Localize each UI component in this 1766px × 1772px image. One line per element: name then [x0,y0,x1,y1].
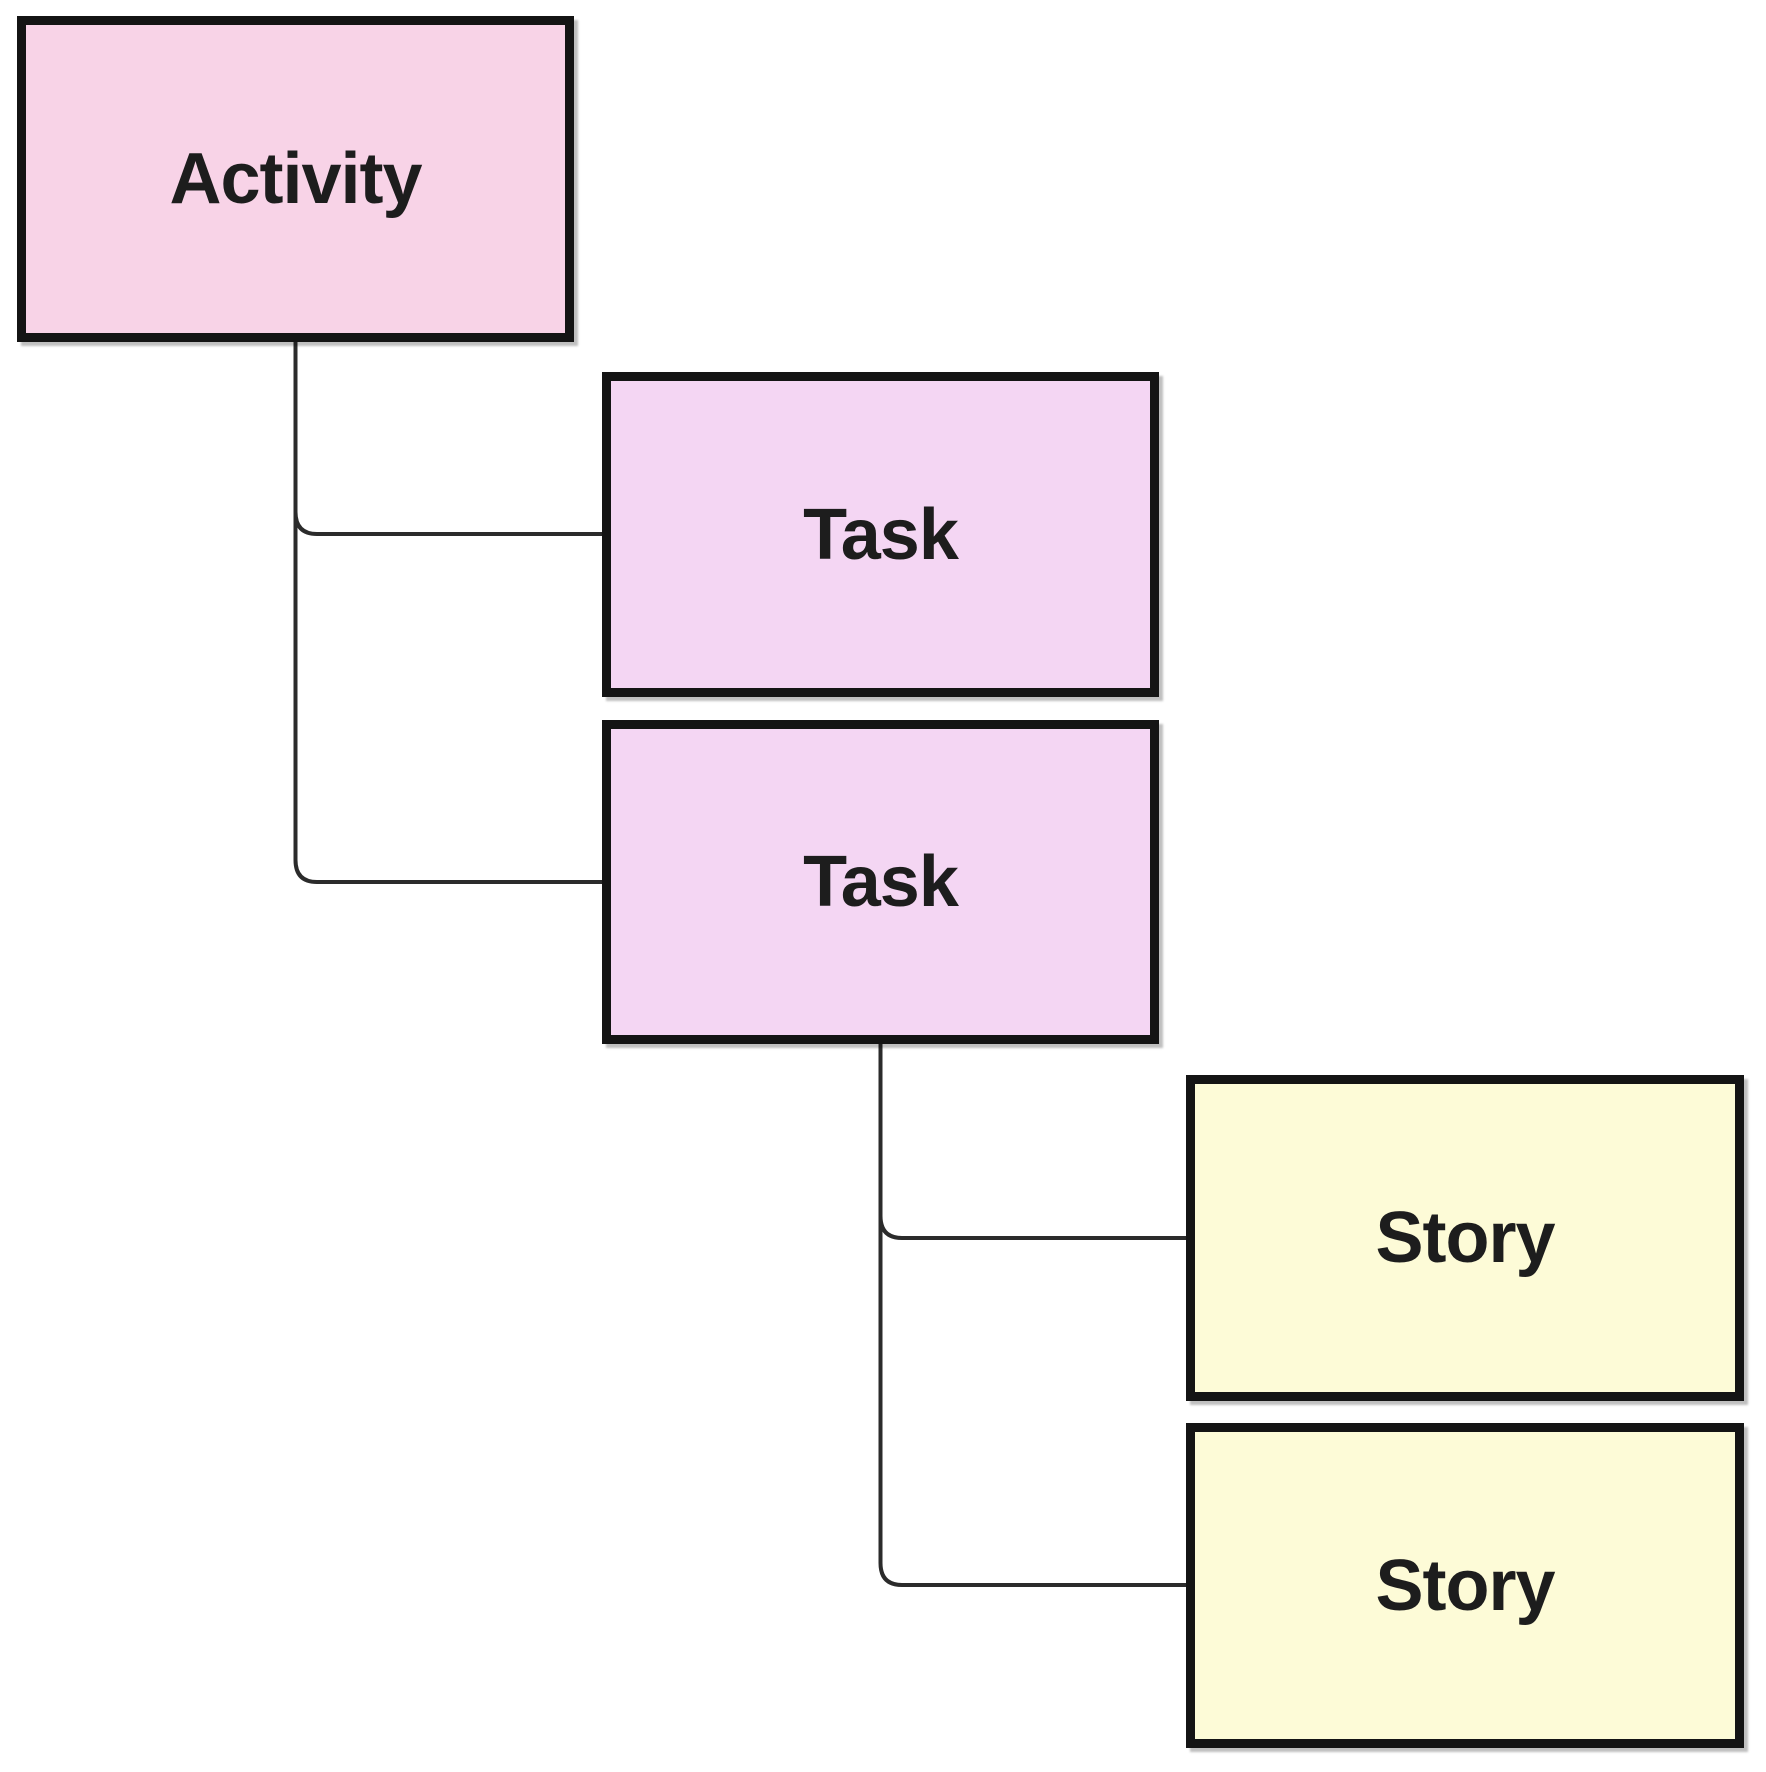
node-story-1: Story [1186,1075,1744,1401]
edge-activity-task-2 [293,342,602,884]
node-task-1: Task [602,372,1159,697]
edge-activity-task-1 [293,342,602,536]
node-task-2: Task [602,720,1159,1044]
edge-task-2-story-1 [878,1044,1186,1240]
edge-task-2-story-2 [878,1044,1186,1587]
node-story-2: Story [1186,1423,1744,1748]
node-activity: Activity [17,16,574,342]
